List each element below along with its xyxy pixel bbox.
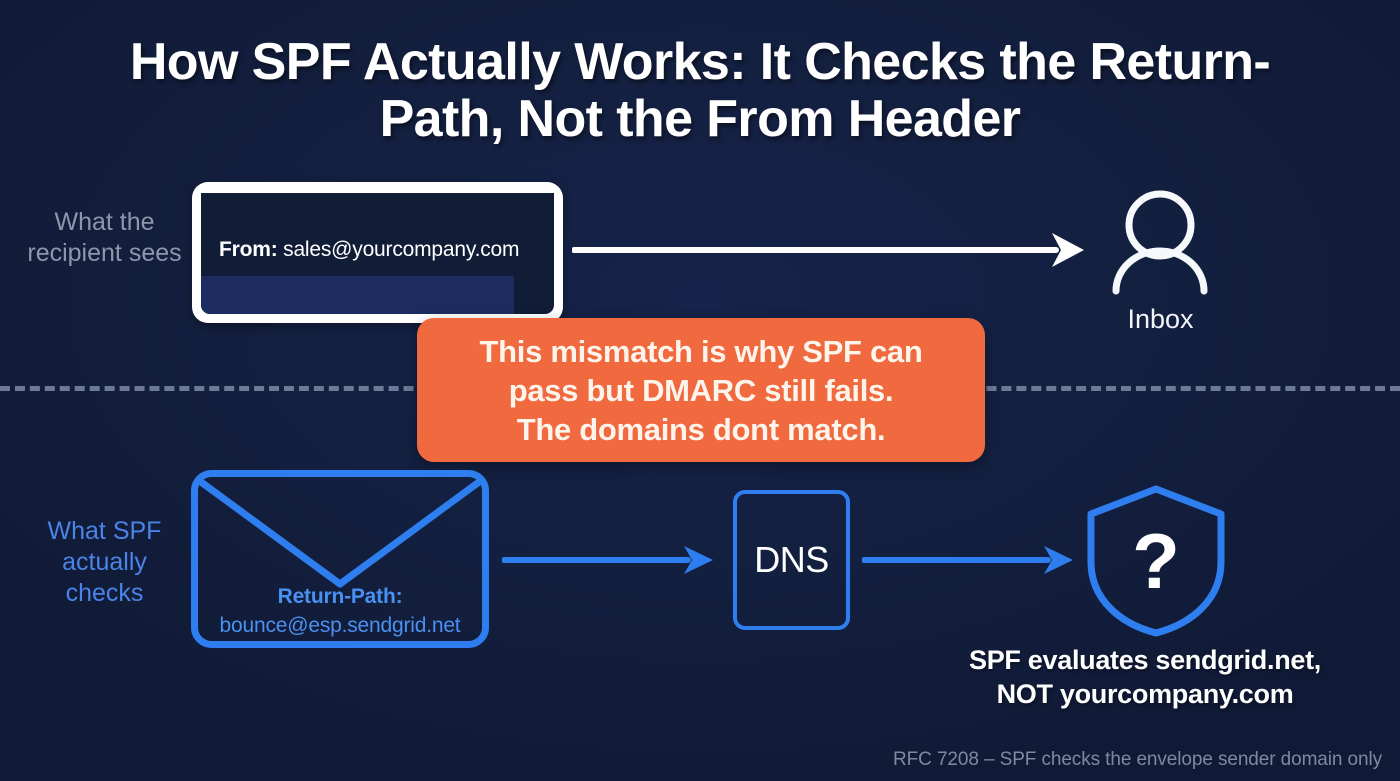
result-caption-line-2: NOT yourcompany.com xyxy=(996,679,1294,709)
envelope-icon xyxy=(191,470,489,648)
email-card-inner-panel: From: sales@yourcompany.com xyxy=(201,193,554,314)
spf-result-caption: SPF evaluates sendgrid.net, NOT yourcomp… xyxy=(900,643,1390,711)
dns-lookup-box: DNS xyxy=(733,490,850,630)
callout-line-2: pass but DMARC still fails. xyxy=(508,372,894,408)
email-body-placeholder-block xyxy=(201,276,514,314)
mismatch-callout-text: This mismatch is why SPF can pass but DM… xyxy=(464,332,939,449)
email-from-value: sales@yourcompany.com xyxy=(283,238,520,261)
arrow-dns-to-shield-icon xyxy=(862,546,1073,574)
arrow-envelope-to-dns-icon xyxy=(502,546,713,574)
arrow-card-to-inbox-icon xyxy=(572,233,1084,267)
return-path-label: Return-Path: xyxy=(277,585,403,608)
dns-label: DNS xyxy=(754,539,829,580)
shield-question-icon: ? xyxy=(1087,485,1225,637)
inbox-label: Inbox xyxy=(1127,304,1194,334)
email-preview-card: From: sales@yourcompany.com xyxy=(192,182,563,323)
shield-question-glyph: ? xyxy=(1132,517,1180,605)
inbox-recipient-group: Inbox xyxy=(1088,187,1233,335)
email-from-label: From: xyxy=(219,238,278,261)
label-what-spf-checks: What SPF actually checks xyxy=(47,517,162,607)
envelope-text-block: Return-Path: bounce@esp.sendgrid.net xyxy=(191,582,489,640)
result-caption-line-1: SPF evaluates sendgrid.net, xyxy=(968,645,1321,675)
return-path-value: bounce@esp.sendgrid.net xyxy=(219,614,461,637)
person-icon xyxy=(1112,190,1208,295)
footer-rfc-note: RFC 7208 – SPF checks the envelope sende… xyxy=(893,749,1382,770)
callout-line-1: This mismatch is why SPF can xyxy=(479,333,923,369)
email-from-line: From: sales@yourcompany.com xyxy=(219,238,519,262)
label-what-recipient-sees: What the recipient sees xyxy=(27,208,182,267)
mismatch-callout-box: This mismatch is why SPF can pass but DM… xyxy=(417,318,985,462)
envelope-return-path-card: Return-Path: bounce@esp.sendgrid.net xyxy=(191,470,489,648)
page-title: How SPF Actually Works: It Checks the Re… xyxy=(129,33,1271,148)
callout-line-3: The domains dont match. xyxy=(516,411,886,447)
